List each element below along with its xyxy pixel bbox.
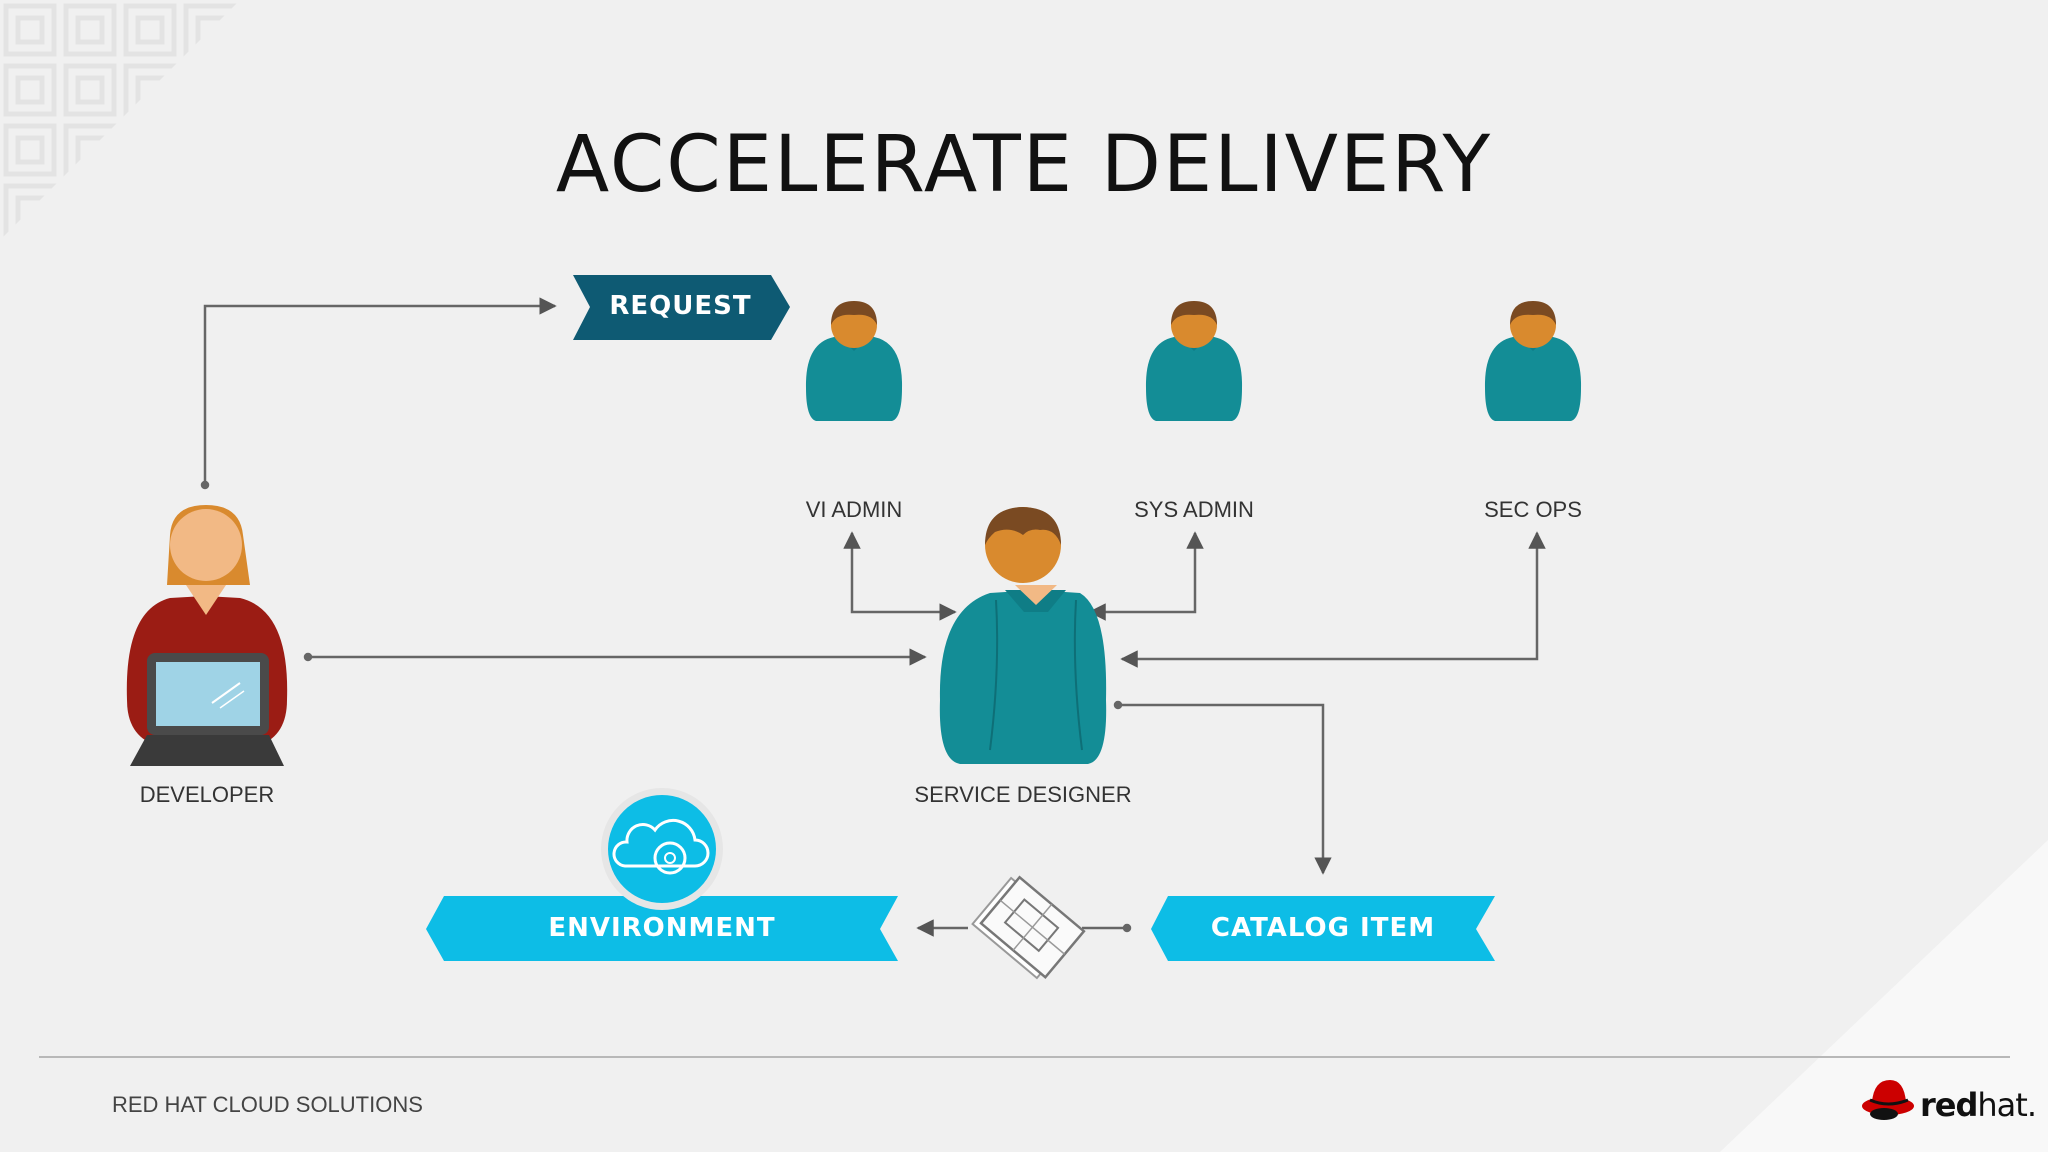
- footer-text: RED HAT CLOUD SOLUTIONS: [112, 1092, 423, 1117]
- corner-pattern: [0, 0, 240, 240]
- brand-wordmark: redhat.: [1920, 1086, 2037, 1124]
- corner-sweep: [1720, 840, 2048, 1152]
- brand-bold: red: [1920, 1086, 1978, 1124]
- developer-label: DEVELOPER: [139, 782, 275, 807]
- sec-ops-label: SEC OPS: [1484, 497, 1582, 522]
- sec-ops-figure: [1484, 301, 1582, 421]
- page-title: ACCELERATE DELIVERY: [555, 120, 1493, 210]
- blueprint-icon: [971, 875, 1086, 980]
- sys-admin-figure: [1145, 301, 1243, 421]
- service-designer-label: SERVICE DESIGNER: [914, 782, 1132, 807]
- catalog-banner-label: CATALOG ITEM: [1210, 913, 1436, 943]
- vi-admin-figure: [805, 301, 903, 421]
- brand-light: hat.: [1977, 1086, 2037, 1124]
- request-banner-shape: [573, 275, 790, 340]
- developer-figure: [126, 505, 288, 766]
- environment-banner-shape: [426, 896, 898, 961]
- connectors: [200, 297, 1546, 937]
- cloud-gear-icon: [601, 788, 723, 910]
- service-designer-figure: [939, 507, 1107, 764]
- redhat-logo-icon: [1862, 1080, 1914, 1120]
- request-banner-label: REQUEST: [609, 291, 752, 321]
- vi-admin-label: VI ADMIN: [805, 497, 903, 522]
- environment-banner-label: ENVIRONMENT: [548, 913, 776, 943]
- sys-admin-label: SYS ADMIN: [1134, 497, 1254, 522]
- catalog-banner-shape: [1151, 896, 1495, 961]
